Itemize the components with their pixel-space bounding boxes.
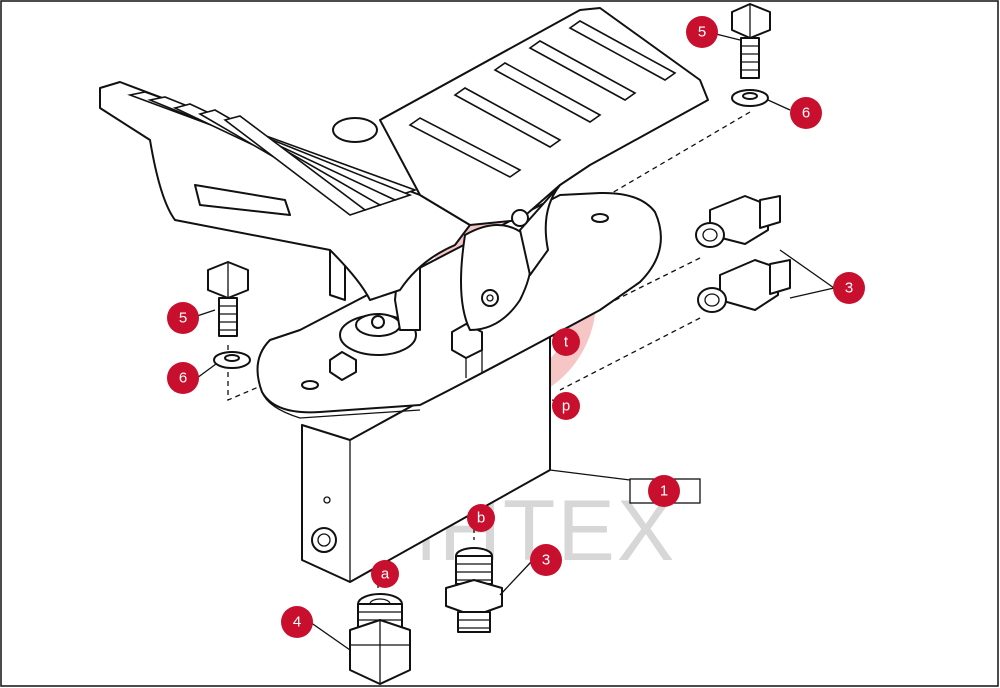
fitting-bottom-left — [349, 593, 411, 685]
svg-text:b: b — [477, 510, 485, 527]
washer-left — [213, 351, 251, 369]
svg-text:5: 5 — [698, 24, 706, 41]
heel-pedal — [99, 81, 471, 301]
washer-top-right — [731, 89, 769, 107]
fitting-bottom-center — [445, 547, 503, 633]
fitting-right-upper — [695, 195, 781, 248]
callout-5-top: 5 — [686, 16, 718, 48]
svg-text:1: 1 — [660, 483, 668, 500]
svg-text:3: 3 — [542, 552, 550, 569]
svg-text:a: a — [381, 566, 390, 583]
bolt-left — [207, 261, 249, 337]
svg-text:6: 6 — [802, 105, 810, 122]
callout-6-left: 6 — [167, 362, 199, 394]
svg-text:4: 4 — [293, 614, 301, 631]
svg-text:p: p — [562, 398, 570, 415]
bolt-top-right — [731, 3, 771, 79]
callout-6-top: 6 — [790, 97, 822, 129]
callout-5-left: 5 — [167, 302, 199, 334]
callout-3-right: 3 — [833, 272, 865, 304]
callout-3-bottom: 3 — [530, 544, 562, 576]
callout-1: 1 — [648, 475, 680, 507]
valve-body — [301, 329, 631, 583]
callout-b-port: b — [467, 504, 495, 532]
svg-text:t: t — [564, 334, 569, 351]
heel-pedal-ribs — [127, 91, 418, 216]
svg-text:6: 6 — [179, 370, 187, 387]
toe-pedal-ribs — [408, 20, 677, 178]
base-plate — [256, 191, 662, 419]
callout-4: 4 — [281, 606, 313, 638]
callout-a-port: a — [371, 560, 399, 588]
svg-text:5: 5 — [179, 310, 187, 327]
callout-t-port: t — [552, 328, 580, 356]
pivot-assembly — [329, 224, 533, 356]
callout-p-port: p — [552, 392, 580, 420]
svg-text:3: 3 — [845, 280, 853, 297]
fitting-right-lower — [697, 259, 791, 313]
toe-pedal — [332, 7, 709, 276]
